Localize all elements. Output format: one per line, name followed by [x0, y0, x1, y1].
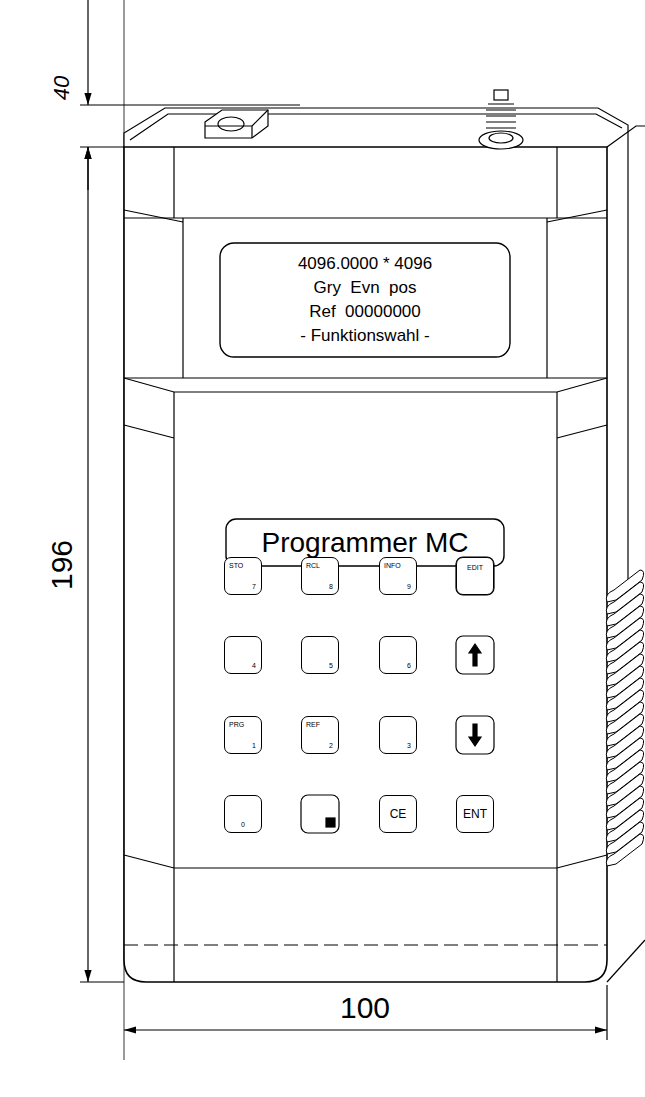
key-label: EDIT: [457, 564, 493, 571]
lcd-display: 4096.0000 * 4096Gry Evn posRef 00000000-…: [220, 243, 510, 357]
key-label: ENT: [463, 807, 487, 821]
keypad-key: STO 7: [224, 557, 262, 595]
keypad-key: REF 2: [301, 716, 339, 754]
key-label: 1: [252, 742, 256, 749]
key-label: 4: [252, 662, 256, 669]
keypad-key: INFO 9: [379, 557, 417, 595]
keypad-key: 0: [224, 795, 262, 833]
key-label: 8: [329, 583, 333, 590]
keypad-key: 4: [224, 636, 262, 674]
key-label: 5: [329, 662, 333, 669]
keypad-key: 3: [379, 716, 417, 754]
key-label: 6: [407, 662, 411, 669]
dimension-value: 196: [47, 540, 77, 590]
dimension-value: 100: [340, 993, 390, 1023]
display-line: 4096.0000 * 4096: [220, 252, 510, 276]
keypad-key: 5: [301, 636, 339, 674]
keypad-key: 6: [379, 636, 417, 674]
key-label: INFO: [384, 562, 401, 569]
key-label: RCL: [306, 562, 320, 569]
key-label: PRG: [229, 721, 244, 728]
keypad-key: ENT: [456, 795, 494, 833]
key-label: CE: [390, 807, 407, 821]
key-label: 3: [407, 742, 411, 749]
keypad-key: PRG 1: [224, 716, 262, 754]
key-label: 9: [407, 583, 411, 590]
key-label: 2: [329, 742, 333, 749]
key-label: REF: [306, 721, 320, 728]
display-line: Ref 00000000: [220, 300, 510, 324]
key-label: STO: [229, 562, 243, 569]
display-line: Gry Evn pos: [220, 276, 510, 300]
dimension-value: 40: [51, 76, 73, 100]
key-label: 7: [252, 583, 256, 590]
keypad-key: CE: [379, 795, 417, 833]
device-name: Programmer MC: [262, 527, 469, 559]
key-label: 0: [225, 821, 261, 828]
keypad-key: RCL 8: [301, 557, 339, 595]
display-line: - Funktionswahl -: [220, 324, 510, 348]
keypad-key: EDIT: [456, 557, 494, 595]
